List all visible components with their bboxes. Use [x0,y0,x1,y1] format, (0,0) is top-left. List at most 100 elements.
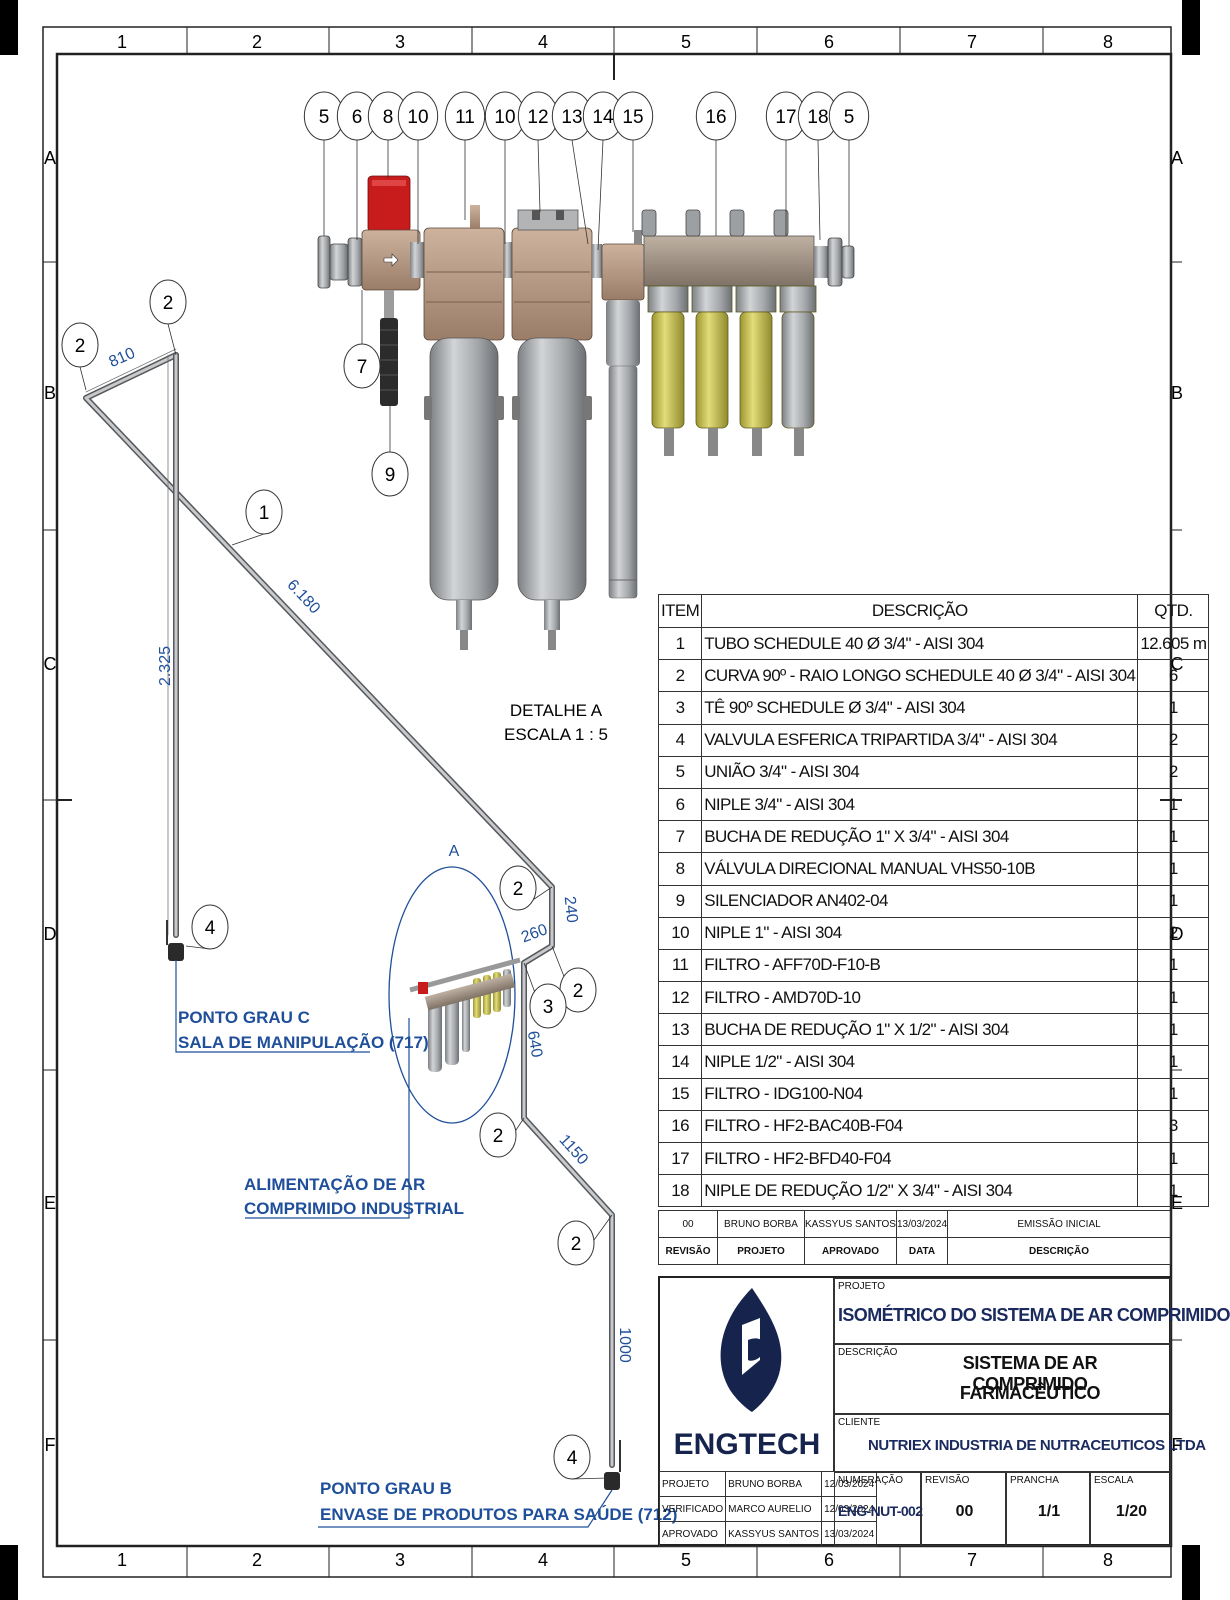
bom-description-cell: NIPLE 3/4" - AISI 304 [701,787,1139,822]
bom-qty-cell: 1 [1137,1013,1210,1047]
rev-header-revisao: REVISÃO [658,1237,718,1265]
grid-row-label: E [44,1193,56,1213]
balloon-number: 3 [543,997,554,1018]
descricao-line1: SISTEMA DE AR COMPRIMIDO [962,1353,1098,1394]
balloon: 6 [336,91,378,141]
balloon-number: 13 [561,107,582,128]
grid-column-label: 6 [824,32,834,52]
dimension-value: 640 [524,1030,545,1059]
balloon-number: 4 [205,918,216,939]
rev-data: 13/03/2024 [895,1210,949,1238]
grid-column-label: 7 [967,1550,977,1570]
bom-qty-cell: 1 [1137,1174,1210,1208]
detail-filter-assembly [317,175,855,650]
bom-item-cell: 15 [657,1077,703,1111]
bom-description-cell: BUCHA DE REDUÇÃO 1" X 3/4" - AISI 304 [701,820,1139,854]
grid-row-label: C [44,654,57,674]
balloon-number: 14 [592,107,614,128]
projeto-label: PROJETO [838,1281,886,1292]
grid-row-label: B [44,383,56,403]
balloon: 14 [582,91,624,141]
balloon: 10 [397,91,439,141]
bom-qty-cell: 1 [1137,884,1210,918]
envase-label: ENVASE DE PRODUTOS PARA SAÚDE (712) [320,1505,677,1524]
bom-header-descricao: DESCRIÇÃO [701,594,1139,628]
balloon-number: 2 [493,1126,504,1147]
bom-description-cell: FILTRO - HF2-BFD40-F04 [701,1141,1139,1176]
bom-description-cell: FILTRO - IDG100-N04 [701,1077,1139,1111]
balloon: 4 [553,1434,591,1480]
balloon: 4 [191,904,229,950]
prancha-cell: PRANCHA 1/1 [1006,1472,1090,1546]
bom-qty-cell: 1 [1137,852,1210,886]
grid-row-label: A [44,148,56,168]
table-header-row: ITEM DESCRIÇÃO QTD. [657,594,1210,628]
balloon-number: 7 [357,357,368,378]
detail-callout-letter: A [449,843,460,860]
cliente-label: CLIENTE [838,1417,881,1428]
bom-item-cell: 9 [657,884,703,918]
balloon-number: 4 [567,1448,578,1469]
grid-column-label: 4 [538,32,548,52]
bom-item-cell: 1 [657,626,703,661]
revision-table: 00 BRUNO BORBA KASSYUS SANTOS 13/03/2024… [658,1210,1171,1265]
balloon: 2 [479,1112,517,1158]
balloon: 11 [444,91,486,141]
pipe-route [83,348,615,1468]
revisao-label: REVISÃO [925,1475,970,1486]
detail-label-line2: ESCALA 1 : 5 [504,725,608,744]
bom-qty-cell: 2 [1137,755,1210,789]
grid-column-label: 8 [1103,1550,1113,1570]
grid-column-label: 1 [117,1550,127,1570]
signature-role: APROVADO [658,1521,727,1547]
bom-item-cell: 8 [657,852,703,886]
grid-column-label: 5 [681,32,691,52]
signature-name: MARCO AURELIO [725,1496,823,1522]
bom-item-cell: 5 [657,755,703,789]
bom-item-cell: 16 [657,1109,703,1144]
grid-column-label: 3 [395,1550,405,1570]
bom-item-cell: 14 [657,1045,703,1079]
ponto-grau-b-label: PONTO GRAU B [320,1479,452,1498]
bom-item-cell: 11 [657,948,703,983]
bom-qty-cell: 1 [1137,820,1210,854]
balloon: 3 [529,983,567,1029]
balloon: 7 [343,343,381,389]
balloon-layer: 5681011101213141516171857922142232224 [61,91,870,1480]
rev-header-projeto: PROJETO [717,1237,805,1265]
escala-cell: ESCALA 1/20 [1090,1472,1171,1546]
balloon-number: 2 [75,336,86,357]
ball-valve-icon [166,920,184,961]
bom-qty-cell: 12.605 m [1137,626,1210,661]
bom-item-cell: 4 [657,723,703,757]
prancha-label: PRANCHA [1010,1475,1059,1486]
balloon-number: 12 [527,107,548,128]
bom-description-cell: TÊ 90º SCHEDULE Ø 3/4" - AISI 304 [701,691,1139,725]
descricao-label: DESCRIÇÃO [838,1347,898,1358]
ball-valve-icon [604,1440,621,1490]
balloon: 2 [557,1220,595,1266]
descricao-line2: FARMACÊUTICO [959,1383,1101,1403]
cliente-cell: CLIENTE NUTRIEX INDUSTRIA DE NUTRACEUTIC… [834,1414,1206,1472]
balloon: 12 [517,91,559,141]
bom-description-cell: NIPLE 1" - AISI 304 [701,916,1139,950]
bom-description-cell: UNIÃO 3/4" - AISI 304 [701,755,1139,789]
grid-column-label: 8 [1103,32,1113,52]
prancha-value: 1/1 [1037,1503,1061,1520]
balloon: 1 [245,489,283,535]
rev-header-aprovado: APROVADO [804,1237,897,1265]
mini-filter-assembly [409,957,521,1072]
